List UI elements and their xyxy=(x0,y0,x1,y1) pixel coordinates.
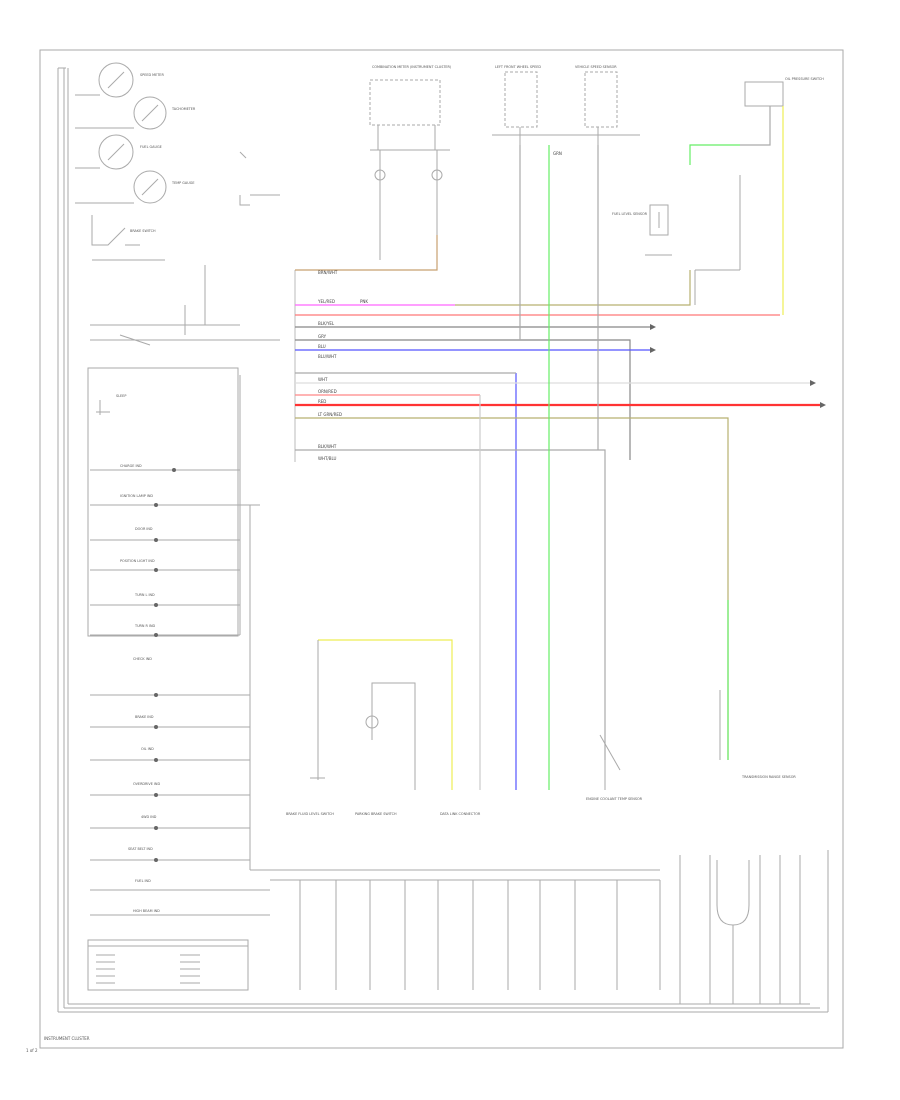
ind-label-6: CHECK IND xyxy=(133,657,152,661)
ind-label-5: TURN R IND xyxy=(134,624,155,628)
gauge-fuel-icon xyxy=(98,134,134,170)
switch-label-2: SLEEP xyxy=(116,394,126,398)
gauge-tacho-icon xyxy=(133,96,167,130)
wires xyxy=(295,106,820,790)
gauge-label-2: TACHOMETER xyxy=(171,107,196,111)
wire-color-2: PNK xyxy=(360,299,368,304)
gauge-label-3: FUEL GAUGE xyxy=(140,145,162,149)
top-comp-2: VEHICLE SPEED SENSOR xyxy=(575,65,617,69)
bottom-comp-4: TRANSMISSION RANGE SENSOR xyxy=(741,775,796,779)
wire-color-10: LT GRN/RED xyxy=(318,412,342,417)
wire-color-0: BRN/WHT xyxy=(318,270,338,275)
wire-olive xyxy=(455,270,691,306)
indicator-rows xyxy=(90,375,660,916)
ind-label-11: SEAT BELT IND xyxy=(128,847,153,851)
bottom-comp-3: ENGINE COOLANT TEMP SENSOR xyxy=(586,797,643,801)
wire-arrows xyxy=(650,324,826,408)
wire-color-5: BLU xyxy=(318,344,326,349)
gauge-speed-icon xyxy=(98,62,134,98)
ind-label-8: OIL IND xyxy=(141,747,154,751)
ind-label-13: HIGH BEAM IND xyxy=(133,909,160,913)
top-comp-4: OIL PRESSURE SWITCH xyxy=(785,77,824,81)
ind-label-12: FUEL IND xyxy=(135,879,151,883)
gauges xyxy=(75,62,167,204)
outer-frame xyxy=(39,49,844,1049)
gauge-label-4: TEMP GAUGE xyxy=(171,181,194,185)
indicator-box xyxy=(87,367,239,637)
wire-color-7: WHT xyxy=(318,377,328,382)
ind-label-10: 4WD IND xyxy=(141,815,157,819)
top-comp-1: LEFT FRONT WHEEL SPEED xyxy=(495,65,541,69)
wire-brown xyxy=(295,235,438,271)
wire-color-12: GRN xyxy=(553,151,562,156)
connector-blocks xyxy=(270,855,801,1004)
wire-gray-arrow-2 xyxy=(295,339,631,460)
wire-color-9: ORN/RED xyxy=(318,389,337,394)
indicator-lamps xyxy=(154,468,176,862)
gauge-label-1: SPEED METER xyxy=(140,73,164,77)
ind-label-3: POSITION LIGHT IND xyxy=(120,559,155,563)
wire-color-11: BLK/WHT xyxy=(318,444,337,449)
top-components xyxy=(369,71,784,305)
wire-color-8: RED xyxy=(318,399,326,404)
wire-green-short xyxy=(689,144,740,165)
ind-label-0: CHARGE IND xyxy=(120,464,142,468)
ind-label-4: TURN L IND xyxy=(134,593,155,597)
top-comp-0: COMBINATION METER (INSTRUMENT CLUSTER) xyxy=(372,65,452,69)
top-comp-3: FUEL LEVEL SENSOR xyxy=(612,212,648,216)
brake-switch xyxy=(91,215,165,261)
illumination-block xyxy=(87,939,249,991)
rails xyxy=(57,67,829,1013)
diagram-caption: INSTRUMENT CLUSTER xyxy=(44,1036,90,1041)
ind-label-9: OVERDRIVE IND xyxy=(133,782,160,786)
wire-yellow-2 xyxy=(318,639,453,790)
wire-color-1: YEL/RED xyxy=(317,299,335,304)
bottom-components xyxy=(310,640,721,790)
gauge-temp-icon xyxy=(133,170,167,204)
wire-color-3: BLK/YEL xyxy=(318,321,335,326)
wire-color-13: WHT/BLU xyxy=(318,456,337,461)
wire-color-6: BLU/WHT xyxy=(318,354,337,359)
bottom-comp-2: DATA LINK CONNECTOR xyxy=(440,812,481,816)
ind-label-2: DOOR IND xyxy=(135,527,153,531)
bottom-comp-0: BRAKE FLUID LEVEL SWITCH xyxy=(286,812,334,816)
wire-color-4: GRY xyxy=(318,334,327,339)
page-number: 1 of 2 xyxy=(26,1048,38,1053)
wire-olive-2 xyxy=(295,417,729,760)
bottom-comp-1: PARKING BRAKE SWITCH xyxy=(355,812,397,816)
ind-label-1: IGNITION LAMP IND xyxy=(120,494,153,498)
ind-label-7: BRAKE IND xyxy=(135,715,154,719)
switch-label-1: BRAKE SWITCH xyxy=(130,229,156,233)
